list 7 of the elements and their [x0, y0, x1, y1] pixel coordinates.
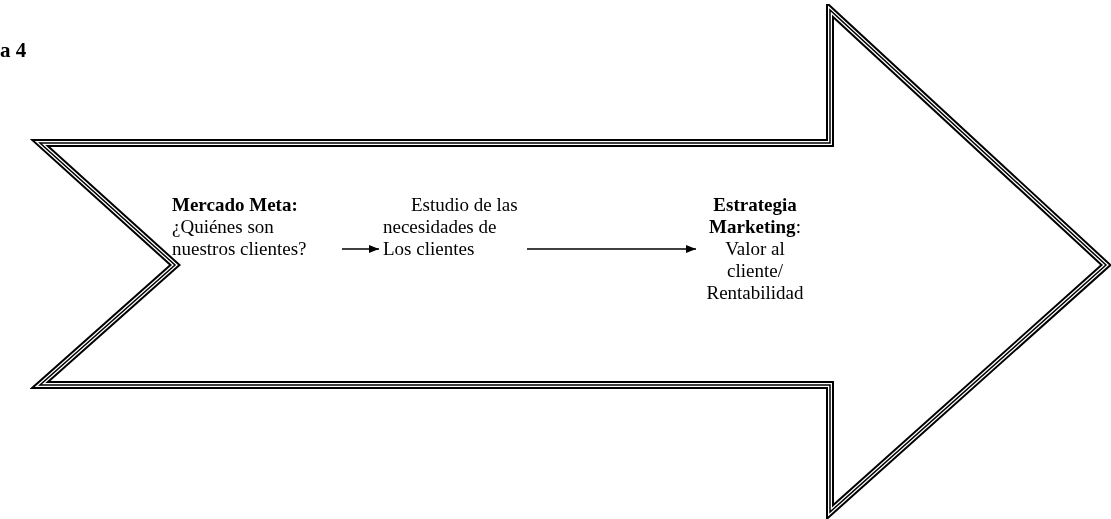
- heading-text: Mercado Meta:: [172, 194, 299, 216]
- body-text: Estrategia Marketing: Valor al cliente/ Rentabilidad: [705, 194, 805, 304]
- body-text: Estudio de las necesidades de Los clientes: [383, 194, 519, 260]
- arrow: [526, 245, 697, 253]
- body-text: ¿Quiénes son nuestros clientes?: [172, 216, 308, 260]
- figure-number: a 4: [0, 38, 27, 63]
- arrow: [341, 245, 380, 253]
